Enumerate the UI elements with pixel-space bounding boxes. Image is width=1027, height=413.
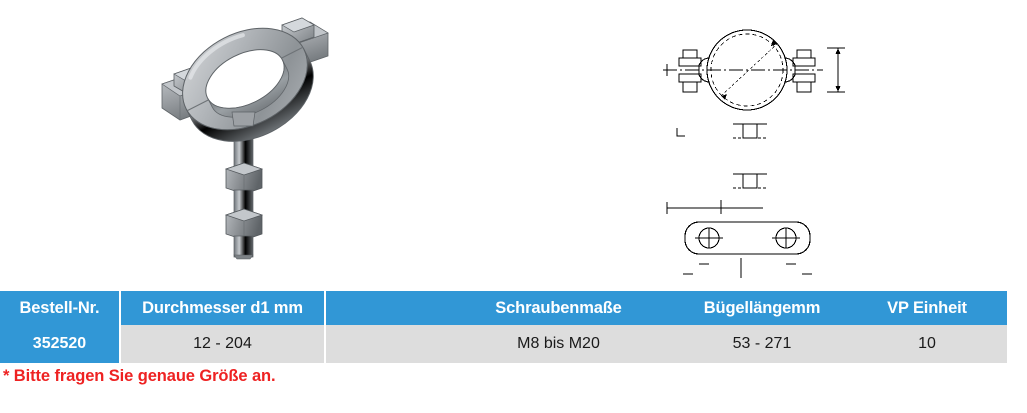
cell-bestell-nr: 352520 <box>0 325 121 363</box>
product-figures <box>150 12 865 278</box>
column-header-spacer <box>325 291 440 325</box>
cell-durchmesser: 12 - 204 <box>120 325 326 363</box>
column-header-bestell-nr: Bestell-Nr. <box>0 291 121 325</box>
table-row: 352520 12 - 204 M8 bis M20 53 - 271 10 <box>0 325 1007 363</box>
specification-table: Bestell-Nr. Durchmesser d1 mm Schraubenm… <box>0 291 1007 363</box>
table-header-row: Bestell-Nr. Durchmesser d1 mm Schraubenm… <box>0 291 1007 325</box>
cell-schraubenmasse: M8 bis M20 <box>440 325 677 363</box>
column-header-schraubenmasse: Schraubenmaße <box>440 291 677 325</box>
column-header-durchmesser: Durchmesser d1 mm <box>120 291 326 325</box>
pipe-clamp-3d-render <box>150 12 340 260</box>
column-header-buegellaenge: Bügellängemm <box>677 291 847 325</box>
cell-buegellaenge: 53 - 271 <box>677 325 847 363</box>
cell-vp-einheit: 10 <box>847 325 1007 363</box>
pipe-clamp-technical-drawing <box>655 18 865 278</box>
column-header-vp-einheit: VP Einheit <box>847 291 1007 325</box>
footnote-note: * Bitte fragen Sie genaue Größe an. <box>3 367 276 385</box>
cell-spacer <box>325 325 440 363</box>
